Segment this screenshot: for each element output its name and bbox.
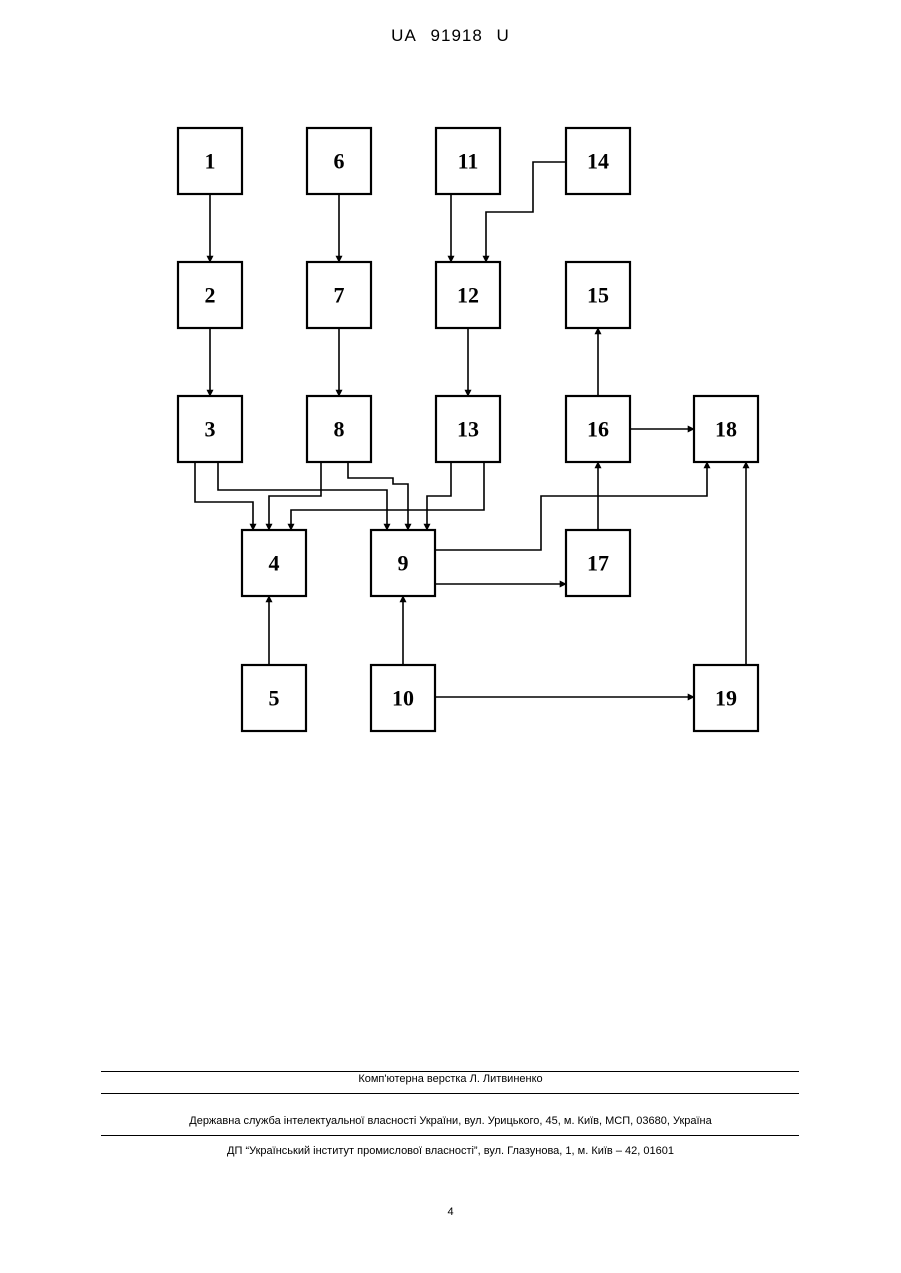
footer-rule-bottom [101, 1135, 799, 1136]
block-16: 16 [566, 396, 630, 462]
block-3: 3 [178, 396, 242, 462]
footer-rule-middle [101, 1093, 799, 1094]
block-17: 17 [566, 530, 630, 596]
block-18-label: 18 [715, 417, 737, 442]
wire-13-9 [427, 462, 451, 530]
block-8: 8 [307, 396, 371, 462]
block-5-label: 5 [269, 686, 280, 711]
block-9-label: 9 [398, 551, 409, 576]
block-14: 14 [566, 128, 630, 194]
block-1-label: 1 [205, 149, 216, 174]
block-10-label: 10 [392, 686, 414, 711]
block-2-label: 2 [205, 283, 216, 308]
wire-8-4 [269, 462, 321, 530]
block-2: 2 [178, 262, 242, 328]
layout-credit: Комп'ютерна верстка Л. Литвиненко [0, 1073, 901, 1085]
block-8-label: 8 [334, 417, 345, 442]
block-6-label: 6 [334, 149, 345, 174]
page-number: 4 [0, 1206, 901, 1218]
block-17-label: 17 [587, 551, 609, 576]
block-11-label: 11 [458, 149, 479, 174]
block-7: 7 [307, 262, 371, 328]
block-13-label: 13 [457, 417, 479, 442]
block-4: 4 [242, 530, 306, 596]
wire-3-4 [195, 462, 253, 530]
block-6: 6 [307, 128, 371, 194]
block-15-label: 15 [587, 283, 609, 308]
agency-address: Державна служба інтелектуальної власност… [0, 1115, 901, 1127]
block-diagram: 12345678910111213141516171819 [0, 0, 901, 800]
block-18: 18 [694, 396, 758, 462]
block-4-label: 4 [269, 551, 280, 576]
block-16-label: 16 [587, 417, 609, 442]
block-12-label: 12 [457, 283, 479, 308]
footer-rule-top [101, 1071, 799, 1072]
block-13: 13 [436, 396, 500, 462]
block-3-label: 3 [205, 417, 216, 442]
block-5: 5 [242, 665, 306, 731]
block-14-label: 14 [587, 149, 609, 174]
block-19: 19 [694, 665, 758, 731]
block-15: 15 [566, 262, 630, 328]
block-12: 12 [436, 262, 500, 328]
block-9: 9 [371, 530, 435, 596]
block-10: 10 [371, 665, 435, 731]
wire-8-9 [348, 462, 408, 530]
block-11: 11 [436, 128, 500, 194]
block-7-label: 7 [334, 283, 345, 308]
block-19-label: 19 [715, 686, 737, 711]
block-1: 1 [178, 128, 242, 194]
institute-address: ДП “Український інститут промислової вла… [0, 1145, 901, 1157]
